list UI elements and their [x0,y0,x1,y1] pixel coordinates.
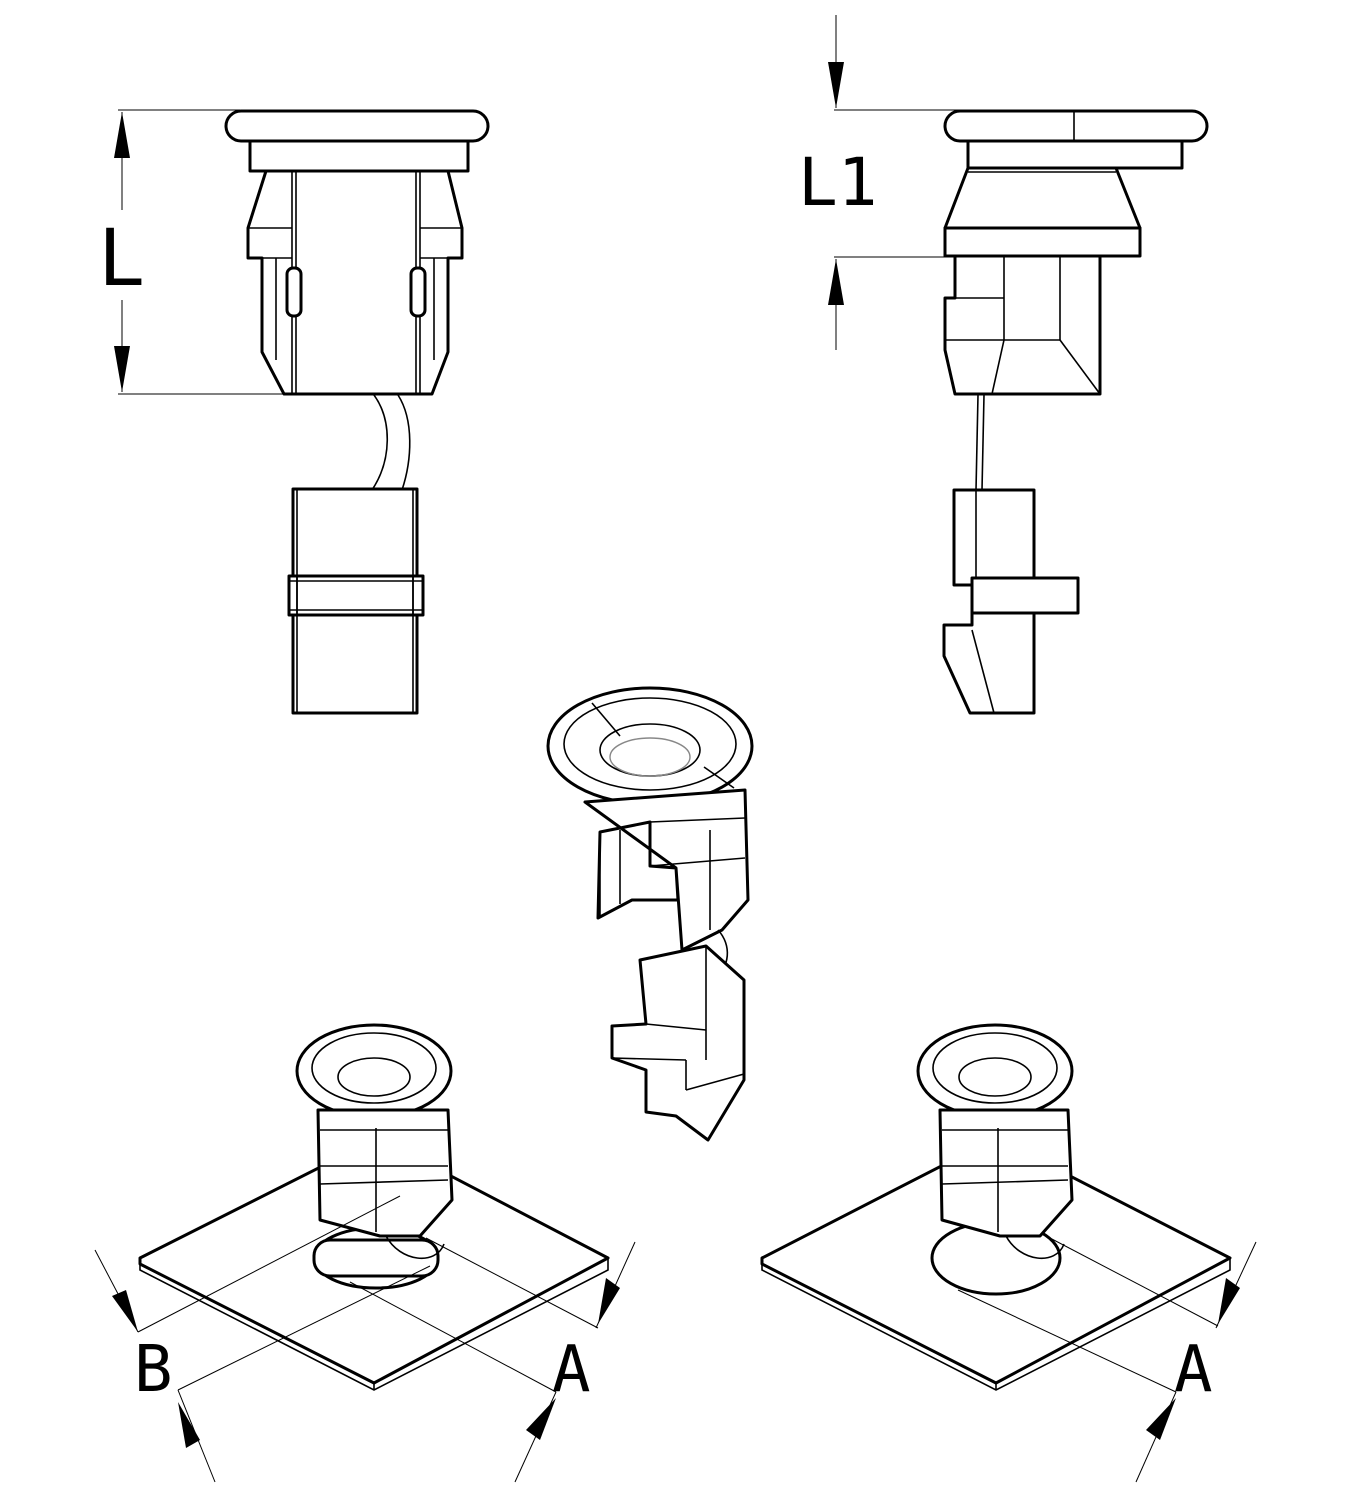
iso-mount-round [760,1023,1257,1483]
dimension-arrow [598,1278,620,1324]
dimension-arrow [112,1290,138,1332]
dimension-b [94,1195,431,1483]
dimension-arrow [178,1402,200,1448]
dimension-arrow [1146,1398,1176,1440]
flange-cap [943,109,1209,143]
dimension-label-a: A [552,1333,591,1407]
housing-iso [938,1108,1074,1238]
cable [1005,1235,1065,1259]
dimension-l [114,109,285,395]
dimension-arrow [114,112,130,158]
housing-iso [316,1108,454,1238]
dimension-label-l: L [98,214,145,304]
housing-body [246,169,464,396]
dimension-arrow [828,62,844,108]
dimension-label-b: B [134,1333,173,1407]
flange-cap [224,109,490,143]
exploded-iso-view [546,686,754,1142]
side-view [828,15,1209,715]
dimension-arrow [114,346,130,392]
cable [371,394,389,491]
iso-mount-rect [94,1023,636,1483]
dimension-arrow [1218,1278,1240,1324]
cable [385,1235,445,1259]
dimension-label-l1: L1 [798,144,878,221]
housing-lower [943,254,1102,396]
cable [981,394,985,491]
dimension-label-a-right: A [1174,1333,1213,1407]
connector-clip [287,574,425,617]
taper-body [943,166,1142,230]
flange-collar [248,139,470,173]
connector-iso [610,944,746,1142]
bezel-ring [546,686,754,806]
housing-band [943,226,1142,258]
connector-clip [970,576,1080,615]
flange-collar [966,139,1184,170]
latch-slot [285,266,303,318]
dimension-arrow [828,259,844,305]
dimension-l1 [828,15,960,350]
housing-iso [583,788,750,952]
dimension-a-right [957,1237,1257,1483]
dimension-arrow [526,1398,556,1440]
latch-slot [409,266,427,318]
front-view [114,109,490,715]
cable [975,394,979,491]
dimension-a [349,1237,636,1483]
cable [397,394,411,491]
